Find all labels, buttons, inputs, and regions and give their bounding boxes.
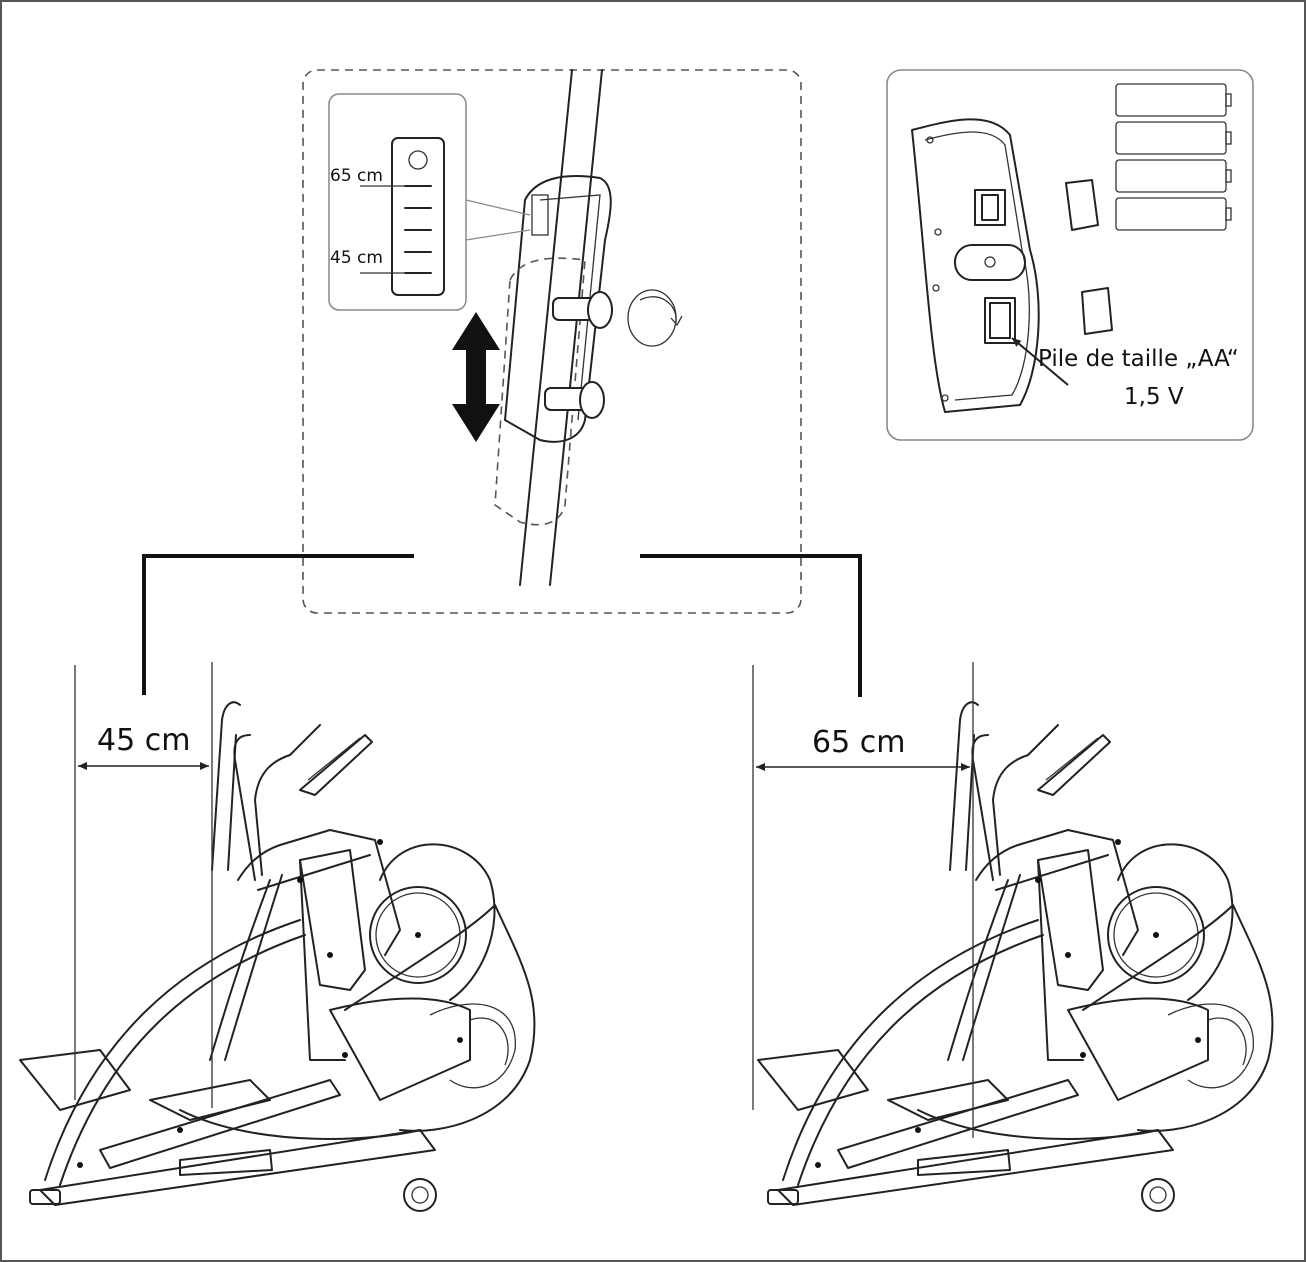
trainer-right: 65 cm [752,662,1274,1212]
connector-lines [142,554,862,697]
battery-voltage-label: 1,5 V [1124,384,1184,410]
rotate-knob-icon [627,289,683,347]
up-down-arrow-icon [452,312,500,442]
right-distance-label: 65 cm [812,725,905,760]
seat-position-detail: 65 cm 45 cm [302,69,802,614]
trainer-left: 45 cm [19,662,536,1212]
battery-type-label: Pile de taille „AA“ [1038,346,1239,372]
aa-batteries-icon [1115,83,1232,231]
scale-bottom-label: 45 cm [330,248,383,268]
scale-top-label: 65 cm [330,166,383,186]
height-scale-inset: 65 cm 45 cm [328,93,467,311]
battery-inset: Pile de taille „AA“ 1,5 V [886,69,1254,441]
left-distance-label: 45 cm [97,723,190,758]
